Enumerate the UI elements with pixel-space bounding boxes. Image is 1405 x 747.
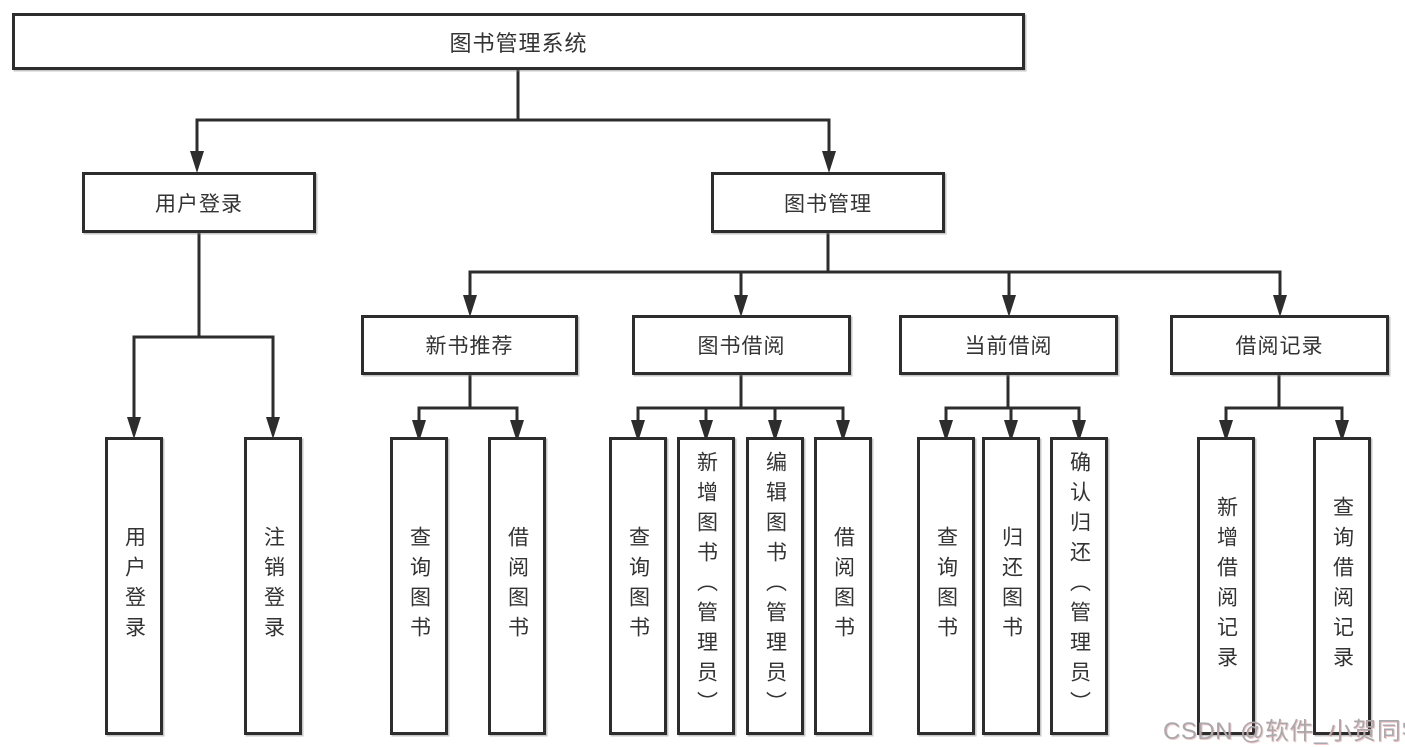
node-label: 新增图书（管理员） bbox=[694, 451, 718, 721]
node-label: 查询图书 bbox=[407, 526, 431, 646]
leaf-bb-edit-books-admin: 编辑图书（管理员） bbox=[746, 437, 804, 735]
node-borrow-record: 借阅记录 bbox=[1170, 315, 1389, 375]
node-user-login: 用户登录 bbox=[82, 172, 316, 233]
node-label: 注销登录 bbox=[261, 526, 285, 646]
node-label: 查询图书 bbox=[626, 526, 650, 646]
leaf-bb-query-books: 查询图书 bbox=[609, 437, 667, 735]
node-current-borrow: 当前借阅 bbox=[899, 315, 1118, 375]
node-root: 图书管理系统 bbox=[12, 13, 1025, 70]
node-label: 查询图书 bbox=[934, 526, 958, 646]
node-label: 归还图书 bbox=[999, 526, 1023, 646]
leaf-bb-add-books-admin: 新增图书（管理员） bbox=[677, 437, 735, 735]
leaf-cb-return-books: 归还图书 bbox=[982, 437, 1040, 735]
csdn-watermark: CSDN @软件_小贺同学 bbox=[1163, 718, 1405, 745]
leaf-cb-confirm-return-admin: 确认归还（管理员） bbox=[1050, 437, 1108, 735]
node-label: 查询借阅记录 bbox=[1330, 496, 1354, 676]
leaf-logout: 注销登录 bbox=[244, 437, 302, 735]
node-label: 借阅记录 bbox=[1235, 335, 1324, 358]
node-label: 编辑图书（管理员） bbox=[763, 451, 787, 721]
leaf-user-login: 用户登录 bbox=[105, 437, 163, 735]
node-book-borrow: 图书借阅 bbox=[632, 315, 851, 375]
leaf-cb-query-books: 查询图书 bbox=[917, 437, 975, 735]
leaf-nb-query-books: 查询图书 bbox=[390, 437, 448, 735]
leaf-nb-borrow-books: 借阅图书 bbox=[488, 437, 546, 735]
leaf-br-query-record: 查询借阅记录 bbox=[1313, 437, 1371, 735]
node-label: 图书借阅 bbox=[697, 335, 786, 358]
arrowheads bbox=[127, 151, 1349, 442]
node-label: 图书管理 bbox=[784, 192, 872, 216]
leaf-bb-borrow-books: 借阅图书 bbox=[814, 437, 872, 735]
leaf-br-add-record: 新增借阅记录 bbox=[1197, 437, 1255, 735]
node-label: 新书推荐 bbox=[425, 335, 514, 358]
node-book-mgmt: 图书管理 bbox=[711, 172, 945, 233]
node-new-book-rec: 新书推荐 bbox=[361, 315, 578, 375]
node-label: 用户登录 bbox=[155, 192, 243, 216]
node-label: 当前借阅 bbox=[964, 335, 1053, 358]
node-label: 新增借阅记录 bbox=[1214, 496, 1238, 676]
node-label: 借阅图书 bbox=[505, 526, 529, 646]
node-label: 借阅图书 bbox=[831, 526, 855, 646]
node-label: 图书管理系统 bbox=[449, 30, 588, 56]
node-label: 确认归还（管理员） bbox=[1067, 451, 1091, 721]
node-label: 用户登录 bbox=[122, 526, 146, 646]
